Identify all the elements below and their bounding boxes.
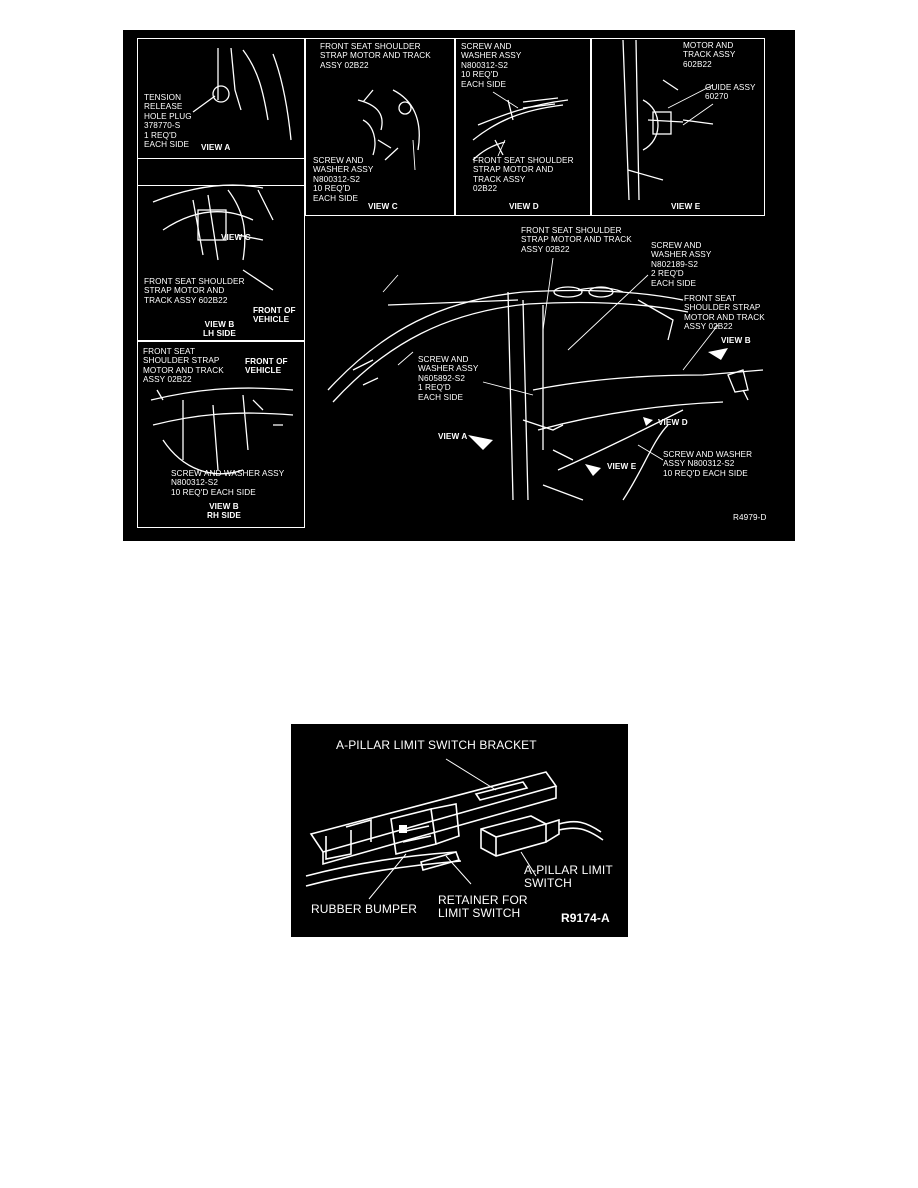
limit-switch-bracket-figure: A-PILLAR LIMIT SWITCH BRACKET A-PILLAR L… [291,724,628,937]
main-motor-right-label: FRONT SEAT SHOULDER STRAP MOTOR AND TRAC… [684,294,765,332]
view-b-lh-caption: VIEW B LH SIDE [203,320,236,339]
line-art [150,39,764,501]
view-c-panel [305,38,455,216]
main-view-b-label: VIEW B [721,336,751,345]
view-d-caption: VIEW D [509,202,539,211]
bracket-label: A-PILLAR LIMIT SWITCH BRACKET [336,738,537,752]
view-d-panel [455,38,591,216]
main-screw-bottom-label: SCREW AND WASHER ASSY N800312-S2 10 REQ'… [663,450,753,478]
retainer-label: RETAINER FOR LIMIT SWITCH [438,893,528,920]
main-screw-left-label: SCREW AND WASHER ASSY N605892-S2 1 REQ'D… [418,355,479,402]
view-c-inset-label: VIEW C [221,233,251,242]
main-view-d-label: VIEW D [658,418,688,427]
view-b-rh-front-label: FRONT OF VEHICLE [245,357,288,376]
view-e-caption: VIEW E [671,202,701,211]
view-a-caption: VIEW A [201,143,231,152]
view-b-lh-front-label: FRONT OF VEHICLE [253,306,296,325]
view-b-rh-panel [137,341,305,528]
view-e-panel [591,38,765,216]
view-b-rh-motor-label: FRONT SEAT SHOULDER STRAP MOTOR AND TRAC… [143,347,224,385]
view-c-motor-label: FRONT SEAT SHOULDER STRAP MOTOR AND TRAC… [320,42,431,70]
view-d-screw-label: SCREW AND WASHER ASSY N800312-S2 10 REQ'… [461,42,522,89]
view-c-caption: VIEW C [368,202,398,211]
view-e-motor-label: MOTOR AND TRACK ASSY 602B22 [683,41,736,69]
view-e-guide-label: GUIDE ASSY 60270 [705,83,756,102]
view-b-lh-motor-label: FRONT SEAT SHOULDER STRAP MOTOR AND TRAC… [144,277,245,305]
main-view-a-label: VIEW A [438,432,468,441]
main-motor-top-label: FRONT SEAT SHOULDER STRAP MOTOR AND TRAC… [521,226,632,254]
view-b-rh-screw-label: SCREW AND WASHER ASSY N800312-S2 10 REQ'… [171,469,285,497]
view-b-lh-panel [137,158,305,341]
seat-belt-diagram-figure: TENSION RELEASE HOLE PLUG 378770-S 1 REQ… [123,30,795,541]
figure2-reference-number: R9174-A [561,911,610,925]
view-b-rh-caption: VIEW B RH SIDE [207,502,241,521]
bracket-line-art [305,758,604,900]
tension-release-plug-label: TENSION RELEASE HOLE PLUG 378770-S 1 REQ… [144,93,192,150]
rubber-bumper-label: RUBBER BUMPER [311,902,417,916]
view-c-screw-label: SCREW AND WASHER ASSY N800312-S2 10 REQ'… [313,156,374,203]
main-screw-top-label: SCREW AND WASHER ASSY N802189-S2 2 REQ'D… [651,241,712,288]
main-view-e-label: VIEW E [607,462,637,471]
limit-switch-label: A-PILLAR LIMIT SWITCH [524,863,613,890]
figure1-reference-number: R4979-D [733,513,767,522]
view-d-motor-label: FRONT SEAT SHOULDER STRAP MOTOR AND TRAC… [473,156,574,194]
